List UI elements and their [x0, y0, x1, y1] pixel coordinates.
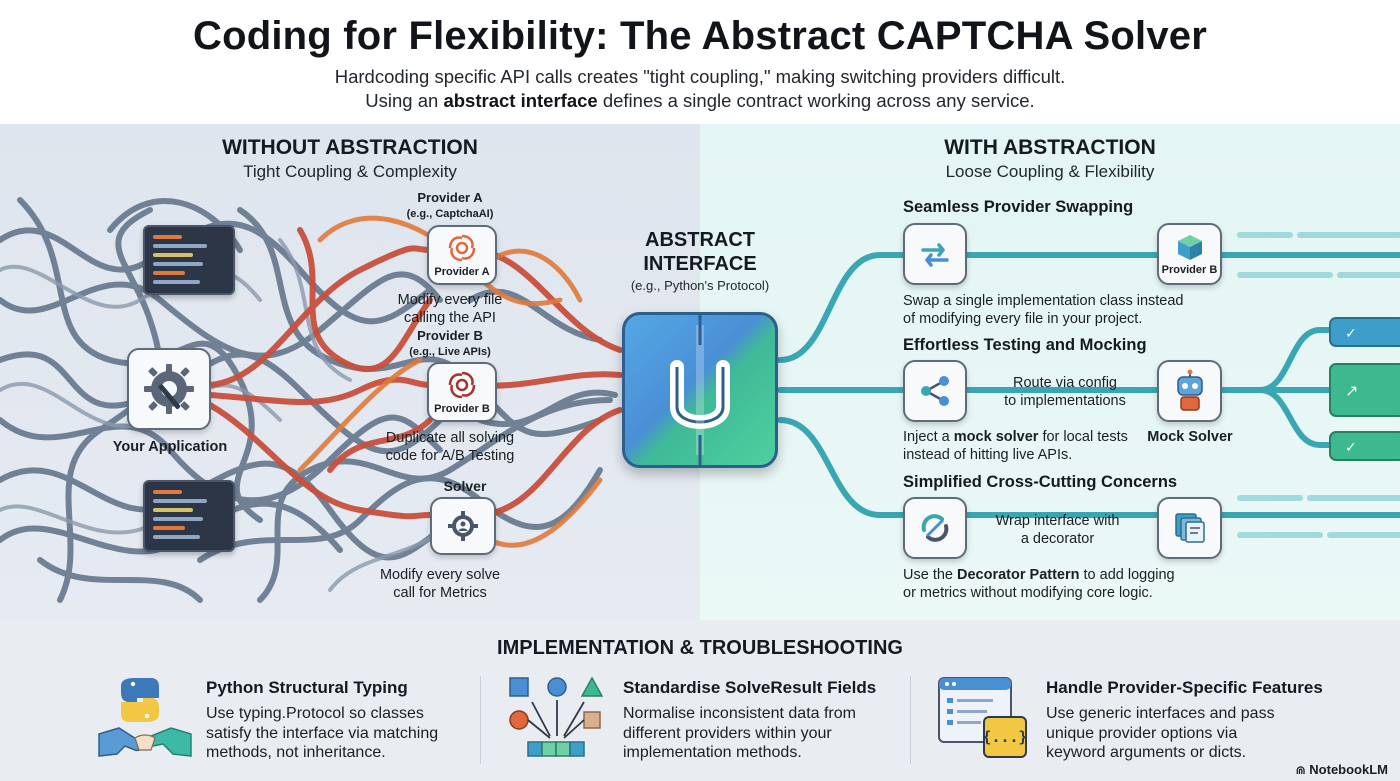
robot-icon — [1176, 369, 1203, 411]
provider-a-title: Provider A — [417, 190, 483, 205]
provider-b-title: Provider B — [417, 328, 483, 343]
subtitle-line-1: Hardcoding specific API calls creates "t… — [334, 66, 1066, 87]
without-abstraction-heading: WITHOUT ABSTRACTION — [222, 136, 478, 159]
provider-features-icon: {...} — [937, 676, 1029, 762]
testing-mocking-title: Effortless Testing and Mocking — [903, 336, 1147, 354]
abstract-interface-puzzle — [622, 312, 778, 468]
with-abstraction-subheading: Loose Coupling & Flexibility — [945, 162, 1155, 181]
gear-person-icon — [448, 511, 478, 541]
implementation-title: IMPLEMENTATION & TROUBLESHOOTING — [497, 637, 903, 659]
solver-tile — [430, 497, 496, 555]
mock-solver-tile — [1157, 360, 1222, 422]
share-nodes-tile — [903, 360, 967, 422]
notebook-icon: ⋒ — [1295, 763, 1306, 777]
seamless-swapping-text: Swap a single implementation class inste… — [903, 293, 1184, 327]
python-handshake-icon — [98, 678, 192, 757]
provider-b-tile-label: Provider B — [434, 403, 490, 415]
provider-features-title: Handle Provider-Specific Features — [1046, 678, 1323, 697]
your-application-tile — [127, 348, 211, 430]
brand-logo: ⋒ NotebookLM — [1295, 762, 1388, 777]
solver-title: Solver — [443, 478, 487, 494]
provider-a-swirl-icon — [448, 234, 476, 262]
svg-text:✓: ✓ — [1345, 326, 1357, 342]
svg-text:✓: ✓ — [1345, 440, 1357, 456]
provider-a-example: (e.g., CaptchaAI) — [406, 208, 494, 220]
mock-solver-label: Mock Solver — [1147, 429, 1233, 445]
column-divider-1 — [480, 676, 481, 764]
your-application-label: Your Application — [112, 439, 228, 455]
cycle-icon — [921, 514, 949, 542]
gear-wrench-icon — [144, 364, 194, 414]
stacked-docs-tile — [1157, 497, 1222, 559]
code-window-bottom — [143, 480, 235, 552]
code-window-top — [143, 225, 235, 295]
provider-a-tile: Provider A — [427, 225, 497, 285]
cross-cutting-text: Use the Decorator Pattern to add logging… — [903, 567, 1175, 601]
with-abstraction-heading: WITH ABSTRACTION — [944, 136, 1156, 159]
page-title: Coding for Flexibility: The Abstract CAP… — [193, 14, 1207, 58]
without-abstraction-subheading: Tight Coupling & Complexity — [243, 162, 457, 181]
provider-b-right-tile: Provider B — [1157, 223, 1222, 285]
swap-arrows-icon — [921, 243, 949, 267]
magnet-puzzle-icon — [670, 315, 730, 465]
header: Coding for Flexibility: The Abstract CAP… — [0, 0, 1400, 124]
svg-text:↗: ↗ — [1345, 381, 1358, 400]
provider-b-right-label: Provider B — [1161, 264, 1218, 276]
decorator-tile — [903, 497, 967, 559]
provider-a-tile-label: Provider A — [434, 266, 490, 278]
provider-b-example: (e.g., Live APIs) — [409, 346, 491, 358]
swap-tile — [903, 223, 967, 285]
standardise-fields-title: Standardise SolveResult Fields — [623, 678, 877, 697]
abstract-interface-subtitle: (e.g., Python's Protocol) — [630, 278, 770, 293]
provider-b-swirl-icon — [448, 371, 476, 399]
stacked-documents-icon — [1174, 513, 1205, 543]
dict-braces-icon: {...} — [982, 716, 1028, 758]
subtitle-line-2: Using an abstract interface defines a si… — [365, 90, 1035, 111]
normalise-shapes-icon — [509, 676, 604, 757]
column-divider-2 — [910, 676, 911, 764]
cross-cutting-title: Simplified Cross-Cutting Concerns — [903, 473, 1178, 491]
seamless-swapping-title: Seamless Provider Swapping — [903, 198, 1134, 216]
python-typing-title: Python Structural Typing — [206, 678, 408, 697]
provider-b-tile: Provider B — [427, 362, 497, 422]
implementation-section — [0, 620, 1400, 781]
cube-icon — [1177, 235, 1202, 260]
share-nodes-icon — [921, 376, 949, 406]
